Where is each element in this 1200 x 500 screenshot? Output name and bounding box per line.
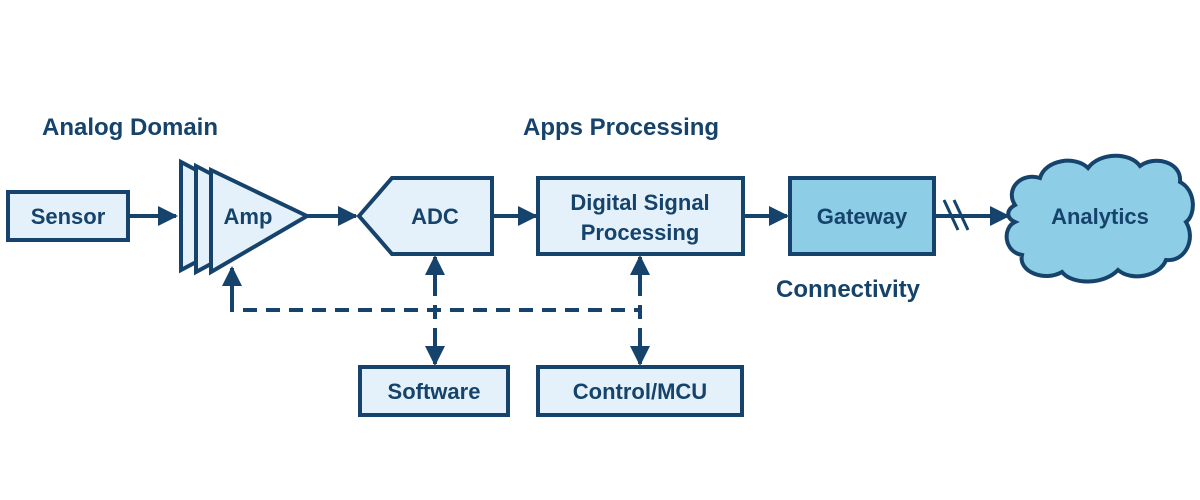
dsp-label-line2: Processing [581, 220, 700, 245]
connectivity-title: Connectivity [776, 276, 921, 303]
amp-block: Amp [179, 158, 312, 276]
adc-label: ADC [411, 204, 459, 229]
sensor-label: Sensor [31, 204, 106, 229]
software-label: Software [388, 379, 481, 404]
control-mcu-block: Control/MCU [536, 365, 744, 417]
software-block: Software [358, 365, 510, 417]
analog-domain-title: Analog Domain [42, 114, 218, 141]
analytics-label: Analytics [1051, 204, 1149, 229]
gateway-label: Gateway [817, 204, 908, 229]
apps-processing-title: Apps Processing [523, 114, 719, 141]
gateway-block: Gateway [788, 176, 936, 256]
sensor-block: Sensor [6, 190, 130, 242]
wireless-break-icon [942, 199, 970, 231]
adc-block: ADC [356, 176, 494, 256]
amp-label: Amp [224, 204, 273, 229]
control-mcu-label: Control/MCU [573, 379, 707, 404]
dsp-label-line1: Digital Signal [570, 190, 709, 215]
analytics-cloud: Analytics [1004, 153, 1195, 284]
dsp-block: Digital Signal Processing [536, 176, 745, 256]
